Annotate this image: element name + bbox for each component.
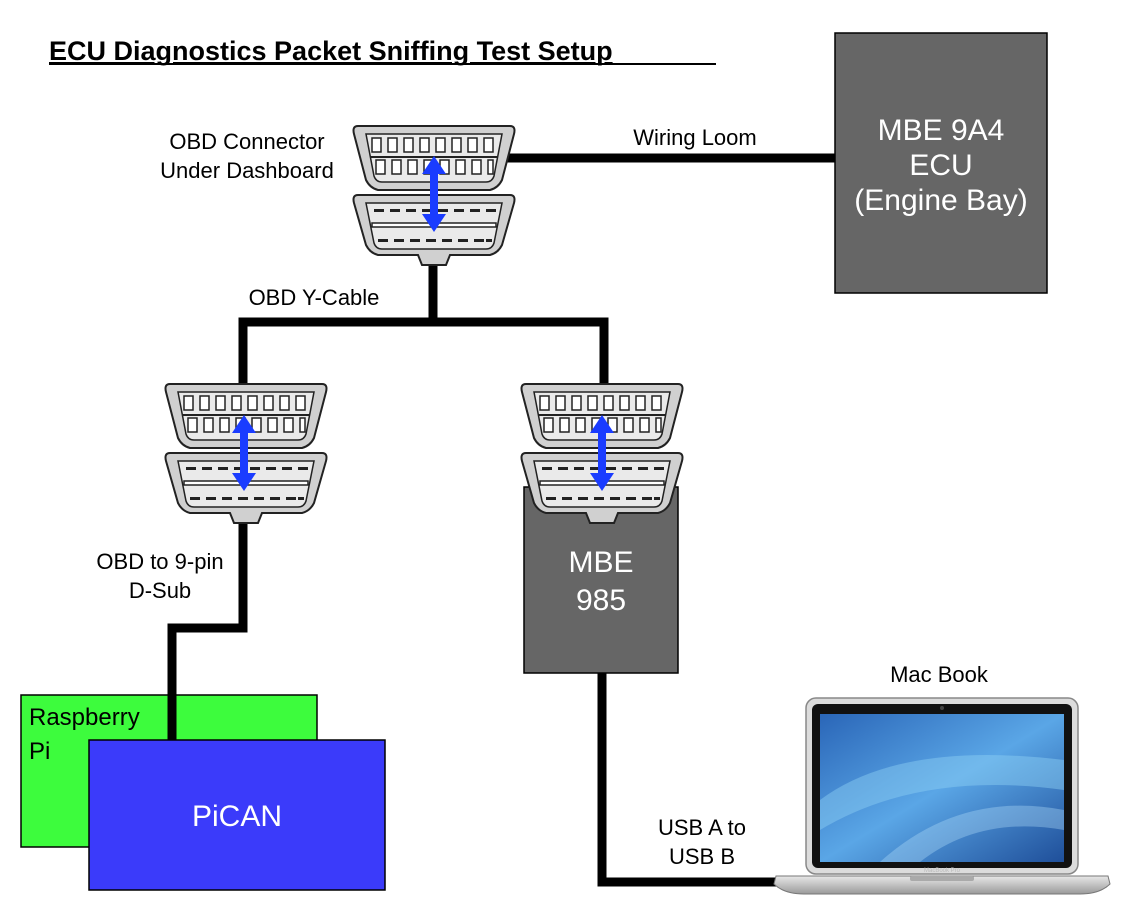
pican-label: PiCAN — [192, 800, 282, 833]
cables — [167, 153, 837, 887]
pican-box: PiCAN — [88, 739, 386, 891]
macbook-label: Mac Book — [890, 662, 989, 687]
wiring-loom-label: Wiring Loom — [633, 125, 756, 150]
obd-connector-label-2: Under Dashboard — [160, 158, 334, 183]
y-cable-label: OBD Y-Cable — [249, 285, 380, 310]
mbe985-line1: MBE — [568, 546, 633, 579]
laptop-brand: MacBook Pro — [924, 868, 961, 874]
mbe985-line2: 985 — [576, 584, 626, 617]
ecu-box: MBE 9A4 ECU (Engine Bay) — [834, 32, 1048, 294]
ecu-line1: MBE 9A4 — [878, 114, 1005, 147]
laptop-icon: MacBook Pro — [773, 697, 1111, 895]
page-title: ECU Diagnostics Packet Sniffing Test Set… — [49, 36, 613, 66]
dsub-cable — [167, 510, 248, 745]
dsub-label-2: D-Sub — [129, 578, 191, 603]
obd-connector-label-1: OBD Connector — [169, 129, 324, 154]
usb-cable — [597, 670, 805, 887]
obd-dashboard-connector — [352, 125, 516, 266]
obd-left-connector — [164, 383, 328, 524]
usb-label-2: USB B — [669, 844, 735, 869]
usb-label-1: USB A to — [658, 815, 746, 840]
raspberry-line1: Raspberry — [29, 704, 140, 731]
dsub-label-1: OBD to 9-pin — [96, 549, 223, 574]
obd-right-connector — [520, 383, 684, 524]
ecu-line2: ECU — [909, 149, 972, 182]
y-cable-branch — [238, 317, 609, 395]
raspberry-line2: Pi — [29, 738, 50, 765]
ecu-line3: (Engine Bay) — [854, 184, 1027, 217]
